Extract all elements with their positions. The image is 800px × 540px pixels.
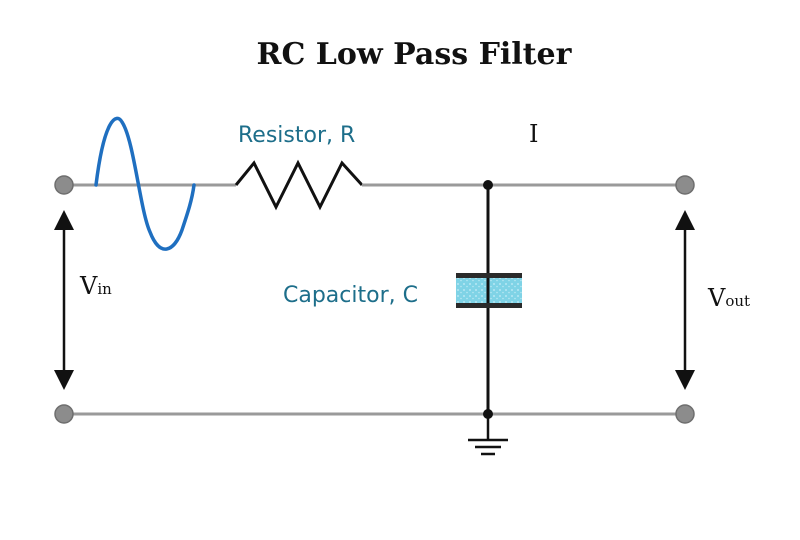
vin-sub: in [97, 280, 112, 298]
page-title: RC Low Pass Filter [257, 37, 573, 72]
output-terminal-bottom [675, 404, 695, 424]
capacitor-label: Capacitor, C [283, 283, 418, 308]
resistor-symbol-icon [234, 159, 364, 211]
capacitor-symbol-icon [456, 273, 522, 308]
vout-label: Vout [707, 284, 750, 312]
vin-main: V [79, 272, 98, 300]
sine-wave-icon [94, 116, 196, 251]
output-terminal-top [675, 175, 695, 195]
resistor-label: Resistor, R [238, 123, 355, 148]
vout-main: V [707, 284, 726, 312]
input-terminal-top [54, 175, 74, 195]
junction-node-top [483, 180, 493, 190]
current-label: I [529, 120, 538, 148]
ground-symbol-icon [468, 414, 508, 456]
vin-label: Vin [79, 272, 112, 300]
input-terminal-bottom [54, 404, 74, 424]
vout-sub: out [725, 292, 750, 310]
